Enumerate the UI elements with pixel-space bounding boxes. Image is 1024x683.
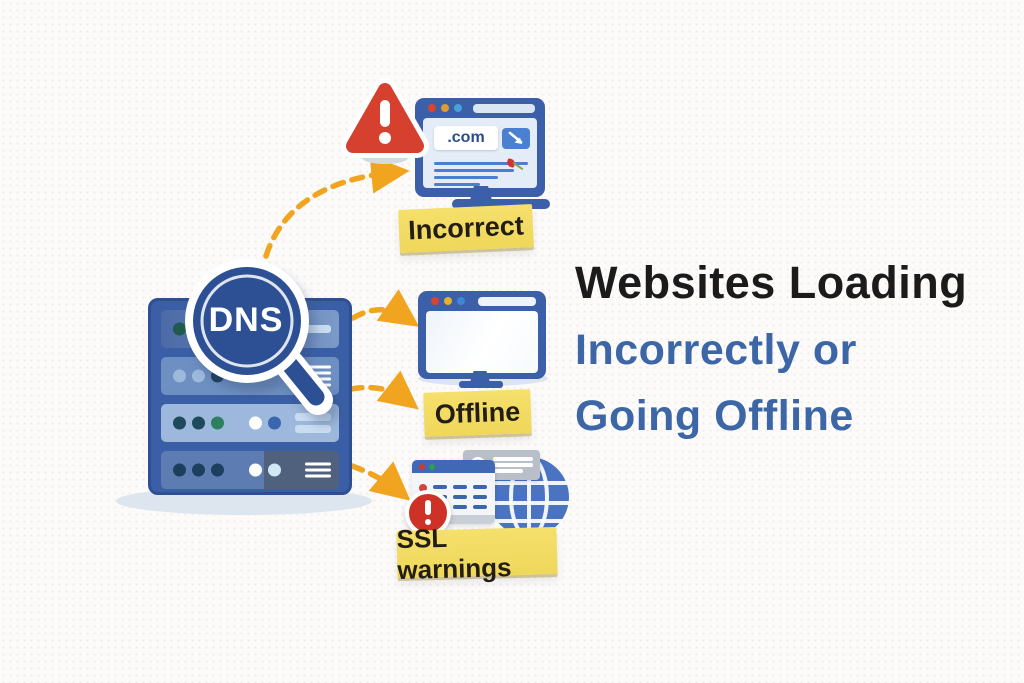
table-dash: [453, 495, 467, 499]
browser-dot-blue: [457, 297, 465, 305]
certificate-line: [493, 469, 523, 473]
text-line: [434, 162, 528, 165]
ssl-browser-topbar: [412, 460, 495, 473]
text-line: [434, 183, 480, 186]
ssl-browser-window: [412, 460, 495, 524]
table-dash: [453, 485, 467, 489]
table-dash: [433, 485, 447, 489]
dns-label: DNS: [208, 301, 284, 339]
offline-label: Offline: [423, 389, 532, 437]
server-vent: [305, 462, 331, 478]
server-unit: [161, 451, 339, 489]
monitor-base: [452, 199, 550, 209]
browser-tab-bar: [478, 297, 536, 306]
browser-monitor-incorrect: .com: [415, 98, 550, 209]
browser-dot-yellow: [444, 297, 452, 305]
arrow-to-ssl: [349, 461, 411, 501]
server-vent: [295, 325, 331, 333]
ssl-warnings-label: SSL warnings: [396, 522, 558, 585]
text-line: [434, 169, 514, 172]
headline-line-1: Websites Loading: [575, 257, 968, 308]
monitor-neck: [470, 186, 492, 200]
warning-triangle-icon: [341, 78, 429, 158]
monitor-offline: [418, 291, 546, 388]
browser-dot-red: [428, 104, 436, 112]
server-vent: [295, 413, 331, 433]
browser-dot-red: [431, 297, 439, 305]
alert-row-dot: [419, 484, 427, 492]
table-dash: [473, 495, 487, 499]
monitor-neck: [470, 371, 490, 382]
cursor-icon: [502, 128, 530, 149]
table-dash: [453, 505, 467, 509]
headline-line-2: Incorrectly or: [575, 326, 857, 374]
browser-dot-blue: [454, 104, 462, 112]
headline-line-3: Going Offline: [575, 392, 854, 440]
address-bar: .com: [434, 126, 498, 150]
browser-dot-green: [429, 463, 435, 470]
text-line: [434, 176, 498, 179]
certificate-line: [493, 463, 533, 467]
blank-screen: [426, 311, 538, 373]
browser-dot-orange: [441, 104, 449, 112]
browser-dot-red: [419, 463, 425, 470]
browser-screen: .com: [423, 118, 537, 188]
table-dash: [473, 485, 487, 489]
browser-tab-bar: [473, 104, 535, 113]
monitor-base: [459, 381, 503, 388]
headline: Websites Loading Incorrectly or Going Of…: [575, 260, 967, 438]
server-leds: [173, 463, 281, 477]
server-leds: [173, 322, 186, 336]
table-dash: [473, 505, 487, 509]
dns-magnifier-icon: [185, 259, 333, 415]
ssl-browser-footer: [412, 515, 495, 524]
incorrect-label: Incorrect: [398, 204, 534, 253]
server-leds: [173, 416, 281, 430]
certificate-line: [493, 457, 533, 461]
